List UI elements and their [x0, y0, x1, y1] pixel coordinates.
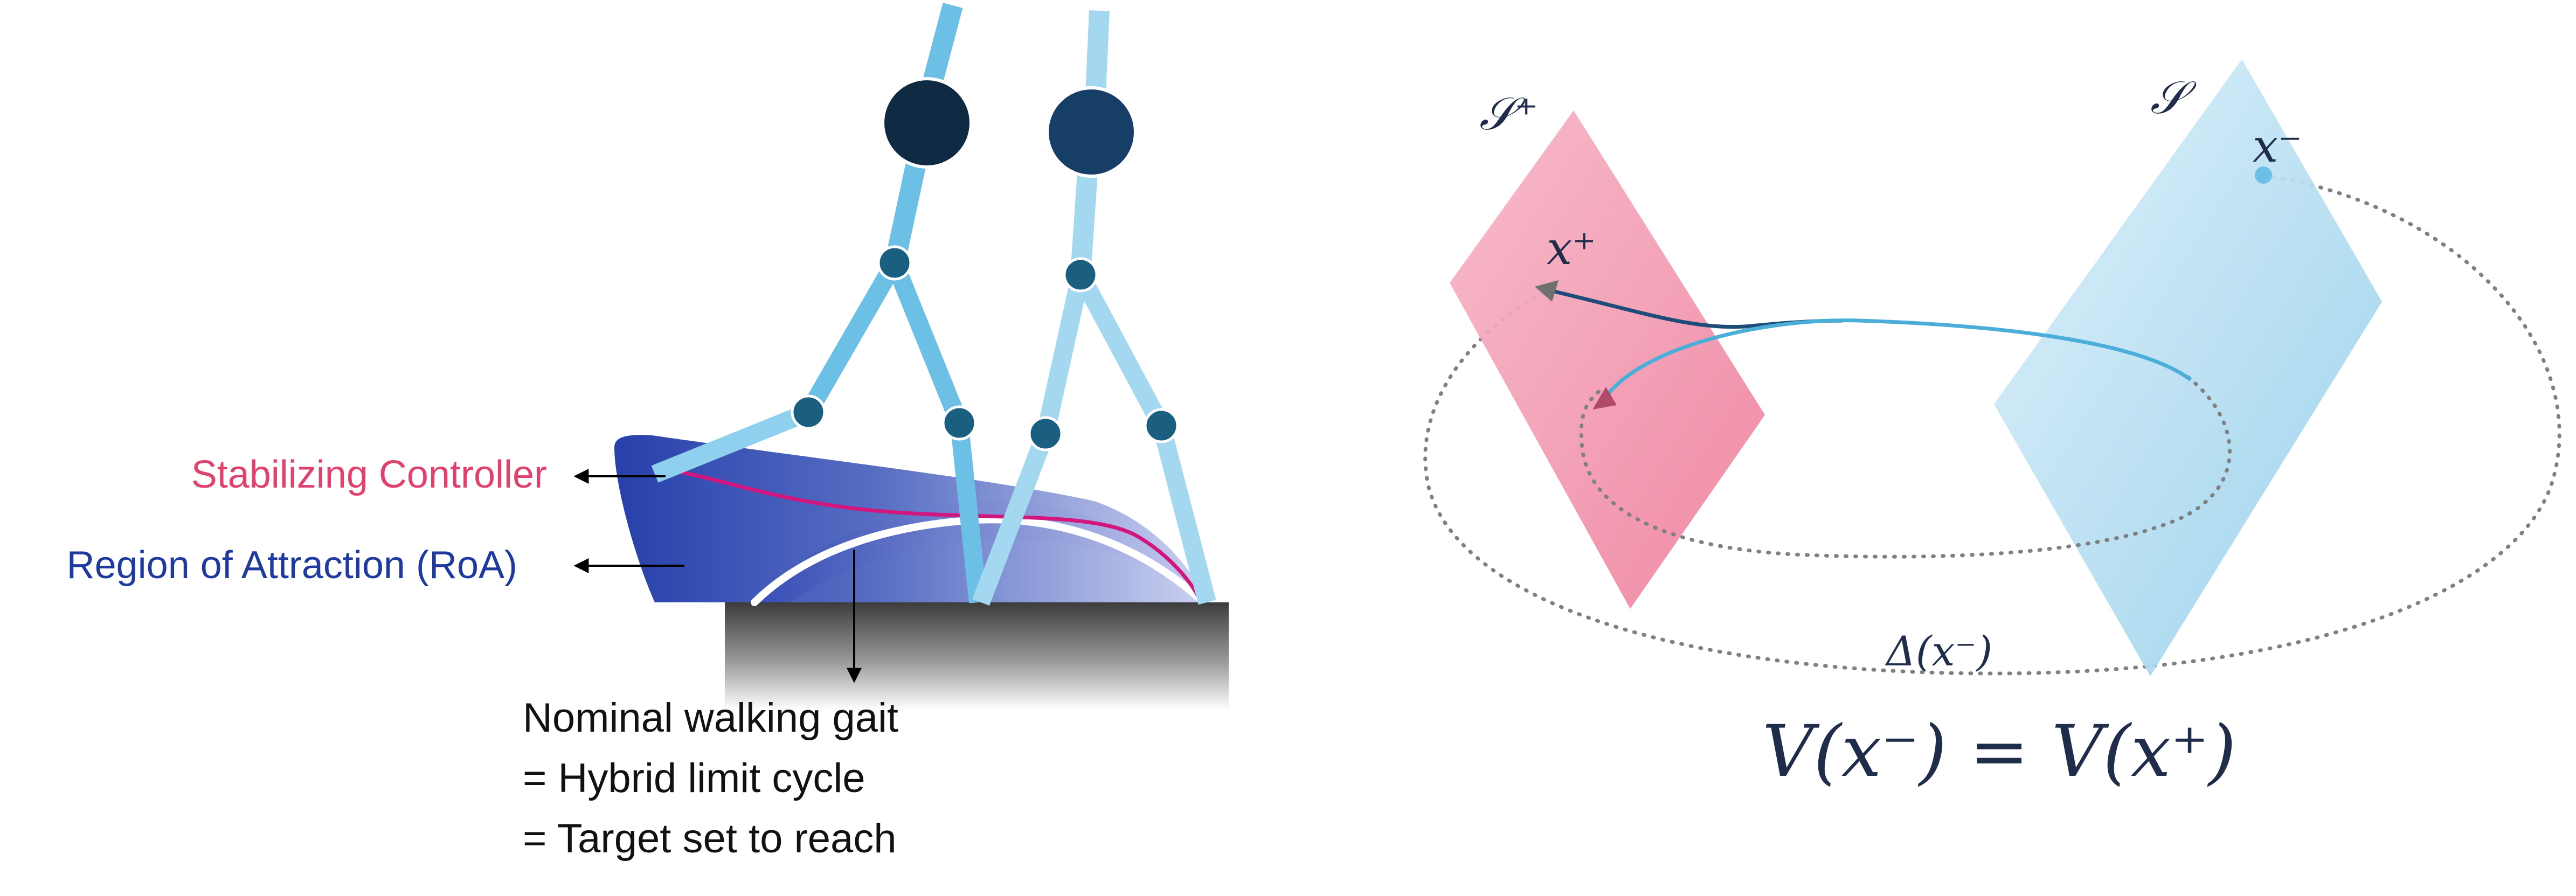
s-plus-label: 𝒮⁺	[1479, 87, 1538, 140]
robot-b-thigh-right	[1072, 270, 1169, 430]
x-minus-label: x⁻	[2253, 120, 2302, 172]
roa-band	[752, 501, 1207, 602]
hybrid-manifold-panel: 𝒮⁺ 𝒮 x⁺ x⁻ Δ(x⁻) V(x⁻) = V(x⁺)	[1423, 59, 2561, 793]
x-plus-label: x⁺	[1547, 222, 1596, 275]
robot-a-thigh-right	[886, 259, 968, 427]
gait-line-1: Nominal walking gait	[523, 695, 898, 741]
robot-a-thigh-left	[800, 258, 903, 417]
walking-robot-panel: Stabilizing Controller Region of Attract…	[67, 3, 1229, 862]
robot-b-shin-right	[1152, 423, 1216, 605]
s-plus-plane	[1450, 110, 1765, 609]
robot-a-shin-left	[651, 404, 812, 483]
delta-label: Δ(x⁻)	[1885, 627, 1992, 675]
robot-a-shin-right	[950, 422, 987, 603]
robot-a-knee-right-joint	[941, 405, 977, 441]
robot-a-hip-joint	[877, 245, 912, 281]
trajectory-light	[1607, 318, 2192, 395]
robot-a-knee-left-joint	[791, 394, 826, 430]
trajectory-dark-arrowhead	[1535, 280, 1559, 302]
stabilizing-controller-label: Stabilizing Controller	[191, 453, 547, 496]
robot-b	[972, 10, 1216, 606]
stabilizing-controller-trajectory	[662, 467, 1201, 599]
trajectory-light-arrowhead	[1592, 387, 1617, 409]
gait-line-2: = Hybrid limit cycle	[523, 755, 865, 801]
robot-a-head	[881, 77, 973, 169]
robot-b-hip-joint	[1063, 257, 1098, 293]
roa-label: Region of Attraction (RoA)	[67, 544, 517, 587]
equation-label: V(x⁻) = V(x⁺)	[1762, 710, 2236, 793]
s-plane	[1994, 59, 2382, 676]
robot-b-shin-left	[972, 430, 1054, 606]
inner-orbit	[1579, 375, 2232, 559]
robot-b-knee-left-joint	[1028, 416, 1063, 452]
robot-b-thigh-left	[1036, 273, 1090, 436]
gait-line-3: = Target set to reach	[523, 816, 897, 862]
impact-map-orbit	[1423, 173, 2561, 676]
robot-b-head	[1045, 86, 1137, 178]
robot-a	[651, 3, 987, 603]
s-label: 𝒮	[2150, 71, 2197, 124]
ground	[725, 602, 1229, 710]
x-minus-point	[2255, 166, 2272, 184]
robot-b-knee-right-joint	[1144, 408, 1179, 443]
robot-a-torso-lower	[884, 149, 929, 266]
